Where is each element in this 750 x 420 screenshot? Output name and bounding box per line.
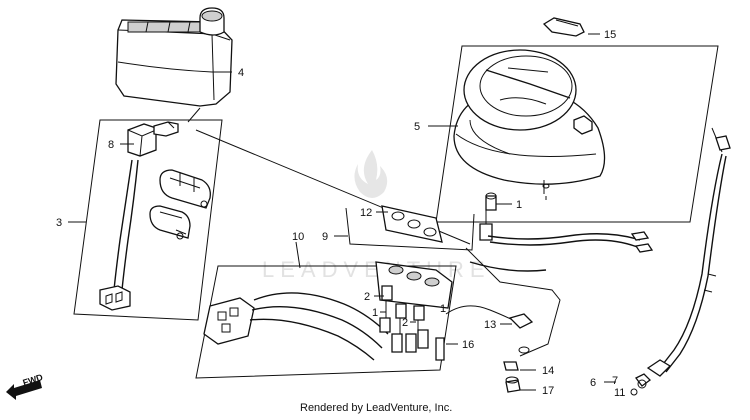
- callout-15: 11: [614, 387, 625, 399]
- callout-10: 7: [612, 375, 618, 387]
- meter-frame: [435, 45, 719, 223]
- bracket-frame: [345, 205, 475, 251]
- meter-wiring: [445, 231, 654, 357]
- callout-16: 16: [462, 339, 474, 351]
- meter-cable: [630, 127, 731, 396]
- callout-3: 3: [56, 217, 62, 229]
- callout-1-board: 1: [372, 307, 378, 319]
- callout-7: 4: [238, 67, 244, 79]
- callout-4: 8: [108, 139, 114, 151]
- callout-14: 15: [604, 29, 616, 41]
- fwd-indicator: FWD: [6, 372, 45, 400]
- leader-lines: [68, 33, 616, 391]
- indicator-bulbs: [379, 285, 445, 361]
- callout-13: 14: [542, 365, 554, 377]
- callout-9: 6: [590, 377, 596, 389]
- callout-6: 9: [322, 231, 328, 243]
- callout-8: 10: [292, 231, 304, 243]
- callout-5: 5: [414, 121, 420, 133]
- callout-1-right: 1: [440, 303, 446, 315]
- clip: [542, 17, 585, 37]
- speedometer: [453, 49, 606, 200]
- nuts-washers: [503, 361, 521, 393]
- light-board: [203, 261, 453, 361]
- meter-bulbs: [479, 192, 497, 241]
- callout-2b: 2: [402, 317, 408, 329]
- callout-2a: 2: [364, 291, 370, 303]
- switch-assembly-frame: [73, 119, 223, 321]
- callout-17: 17: [542, 385, 554, 397]
- callouts: 4 8 3 5 1 12 9 10 2 1 2 1 16 13 14 17 15…: [56, 29, 625, 399]
- switch-small-parts: [149, 169, 211, 240]
- switch-with-key: [99, 121, 179, 311]
- callout-12: 13: [484, 319, 496, 331]
- credit-text: Rendered by LeadVenture, Inc.: [300, 402, 452, 414]
- indicator-housing: [115, 7, 233, 107]
- callout-11: 12: [360, 207, 372, 219]
- callout-1-meter: 1: [516, 199, 522, 211]
